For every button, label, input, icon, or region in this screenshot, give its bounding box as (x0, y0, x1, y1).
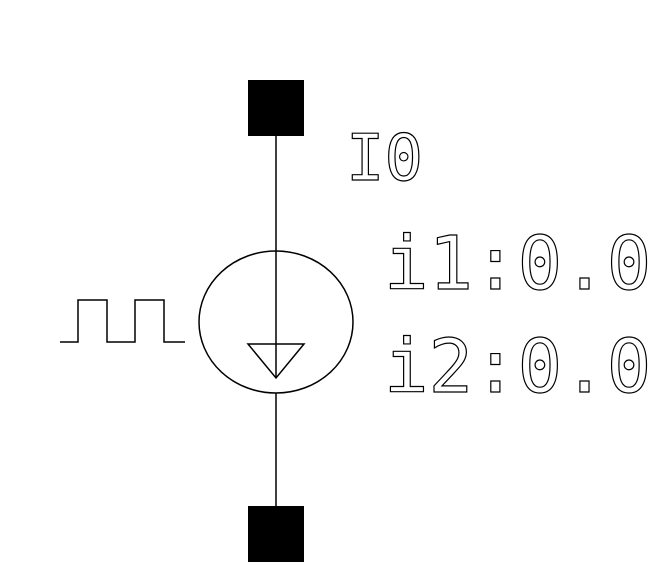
instance-name-label: I0 (346, 122, 423, 196)
param-i2-label: i2:0.0 (384, 324, 650, 410)
param-i1-label: i1:0.0 (384, 221, 650, 307)
bottom-pin-terminal[interactable] (248, 506, 304, 562)
current-arrow-head (246, 343, 306, 380)
pulse-waveform-icon (60, 299, 185, 343)
top-pin-terminal[interactable] (248, 80, 304, 136)
